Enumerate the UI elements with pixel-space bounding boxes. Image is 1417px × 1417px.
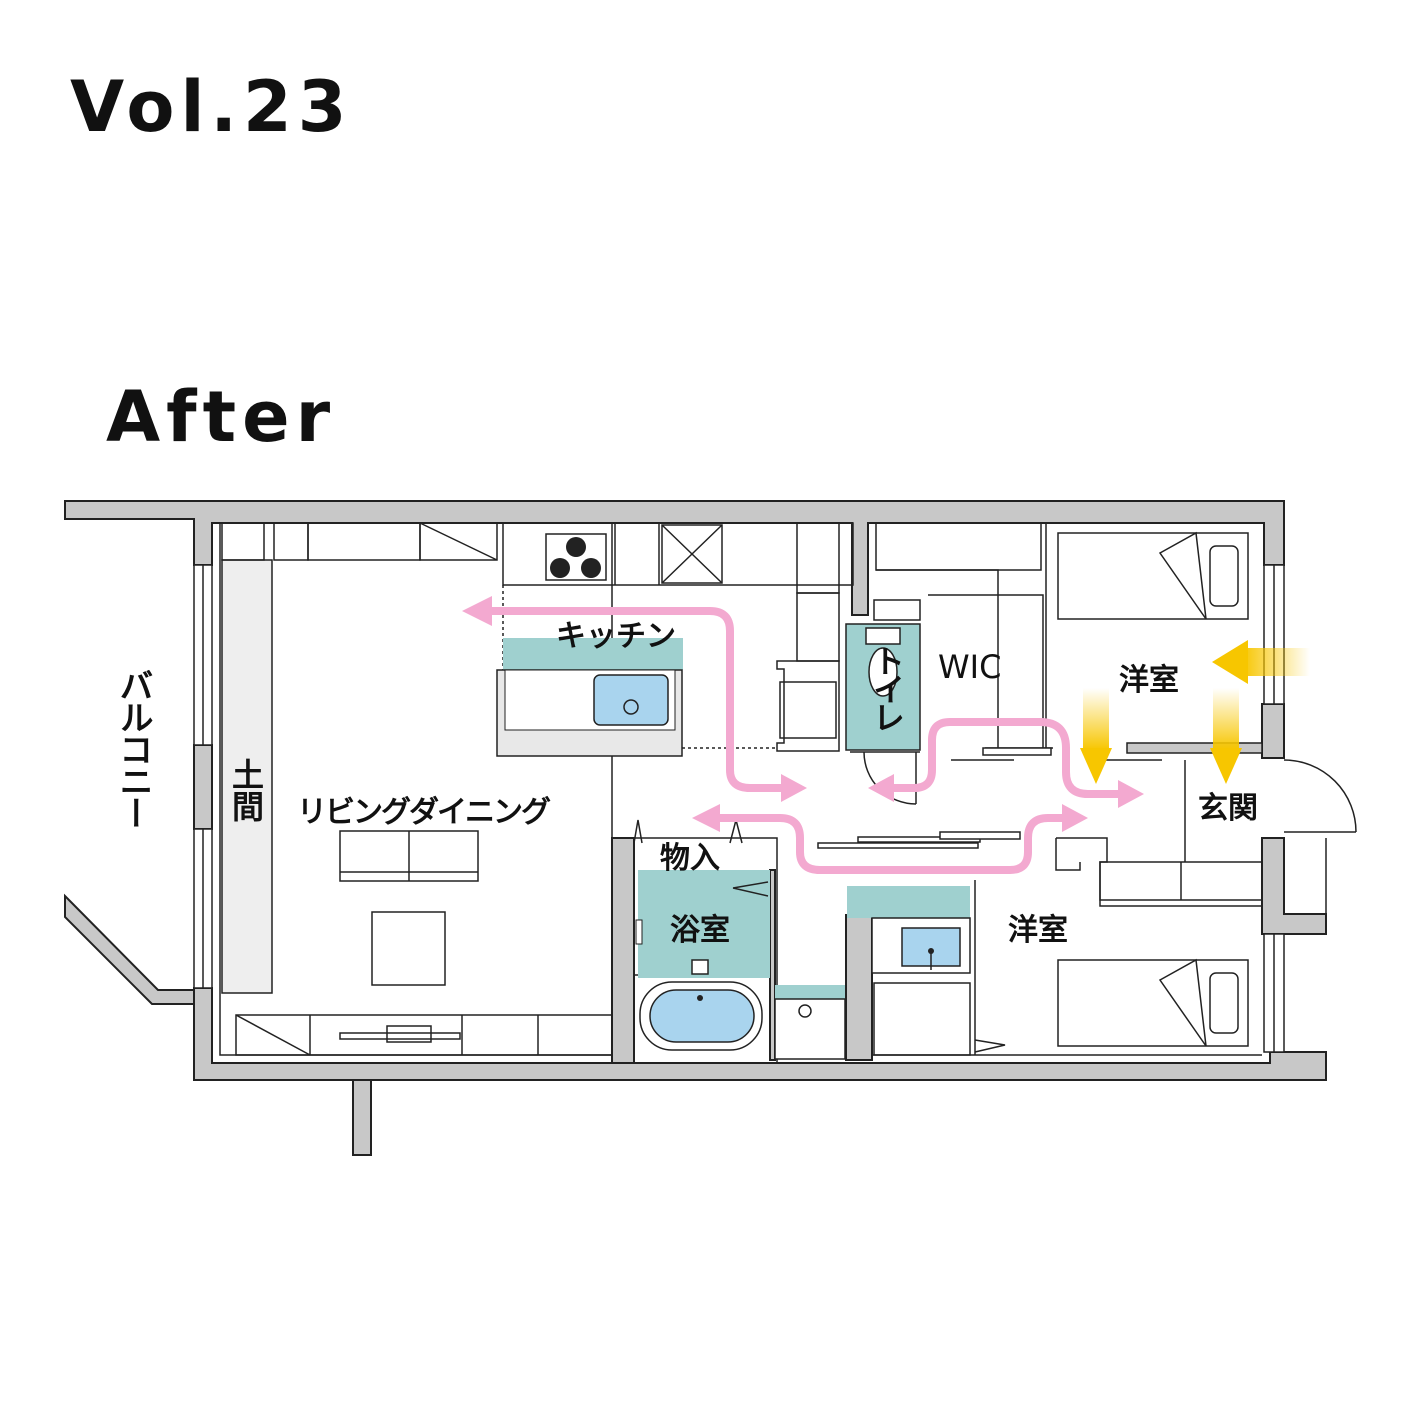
toilet-label: トイレ [868,645,906,731]
bathroom-label: 浴室 [670,913,730,948]
bathtub-icon [635,881,812,1051]
western-room-bottom-label: 洋室 [1008,913,1068,948]
toilet-icon [865,627,901,697]
living-dining-label: リビングダイニング [297,795,551,830]
wet-areas [496,623,971,1060]
balcony-edge [64,893,195,1005]
wic-label: WIC [938,648,1001,686]
bedroom-windows [1263,564,1285,1053]
pink-arrowheads [462,596,1144,832]
balcony-label: バルコニー [113,668,153,828]
yellow-flow-arrows [1080,640,1310,784]
doma-label: 土間 [227,758,265,822]
bed-icon [1057,531,1249,1047]
storage-label: 物入 [660,841,720,876]
three-burner-stove-icon [545,533,607,581]
washbasin-icon [901,927,961,970]
hanger-icon [633,817,743,844]
volume-title: Vol.23 [70,66,353,148]
entrance-label: 玄関 [1198,791,1258,826]
interior-outlines [219,522,1357,1064]
kitchen-label: キッチン [556,619,676,654]
walls [64,500,1327,1156]
kitchen-sink-icon [593,674,669,726]
after-title: After [106,376,337,458]
western-room-top-label: 洋室 [1119,663,1179,698]
balcony-windows [193,564,213,989]
pink-circulation-routes [486,607,1129,874]
